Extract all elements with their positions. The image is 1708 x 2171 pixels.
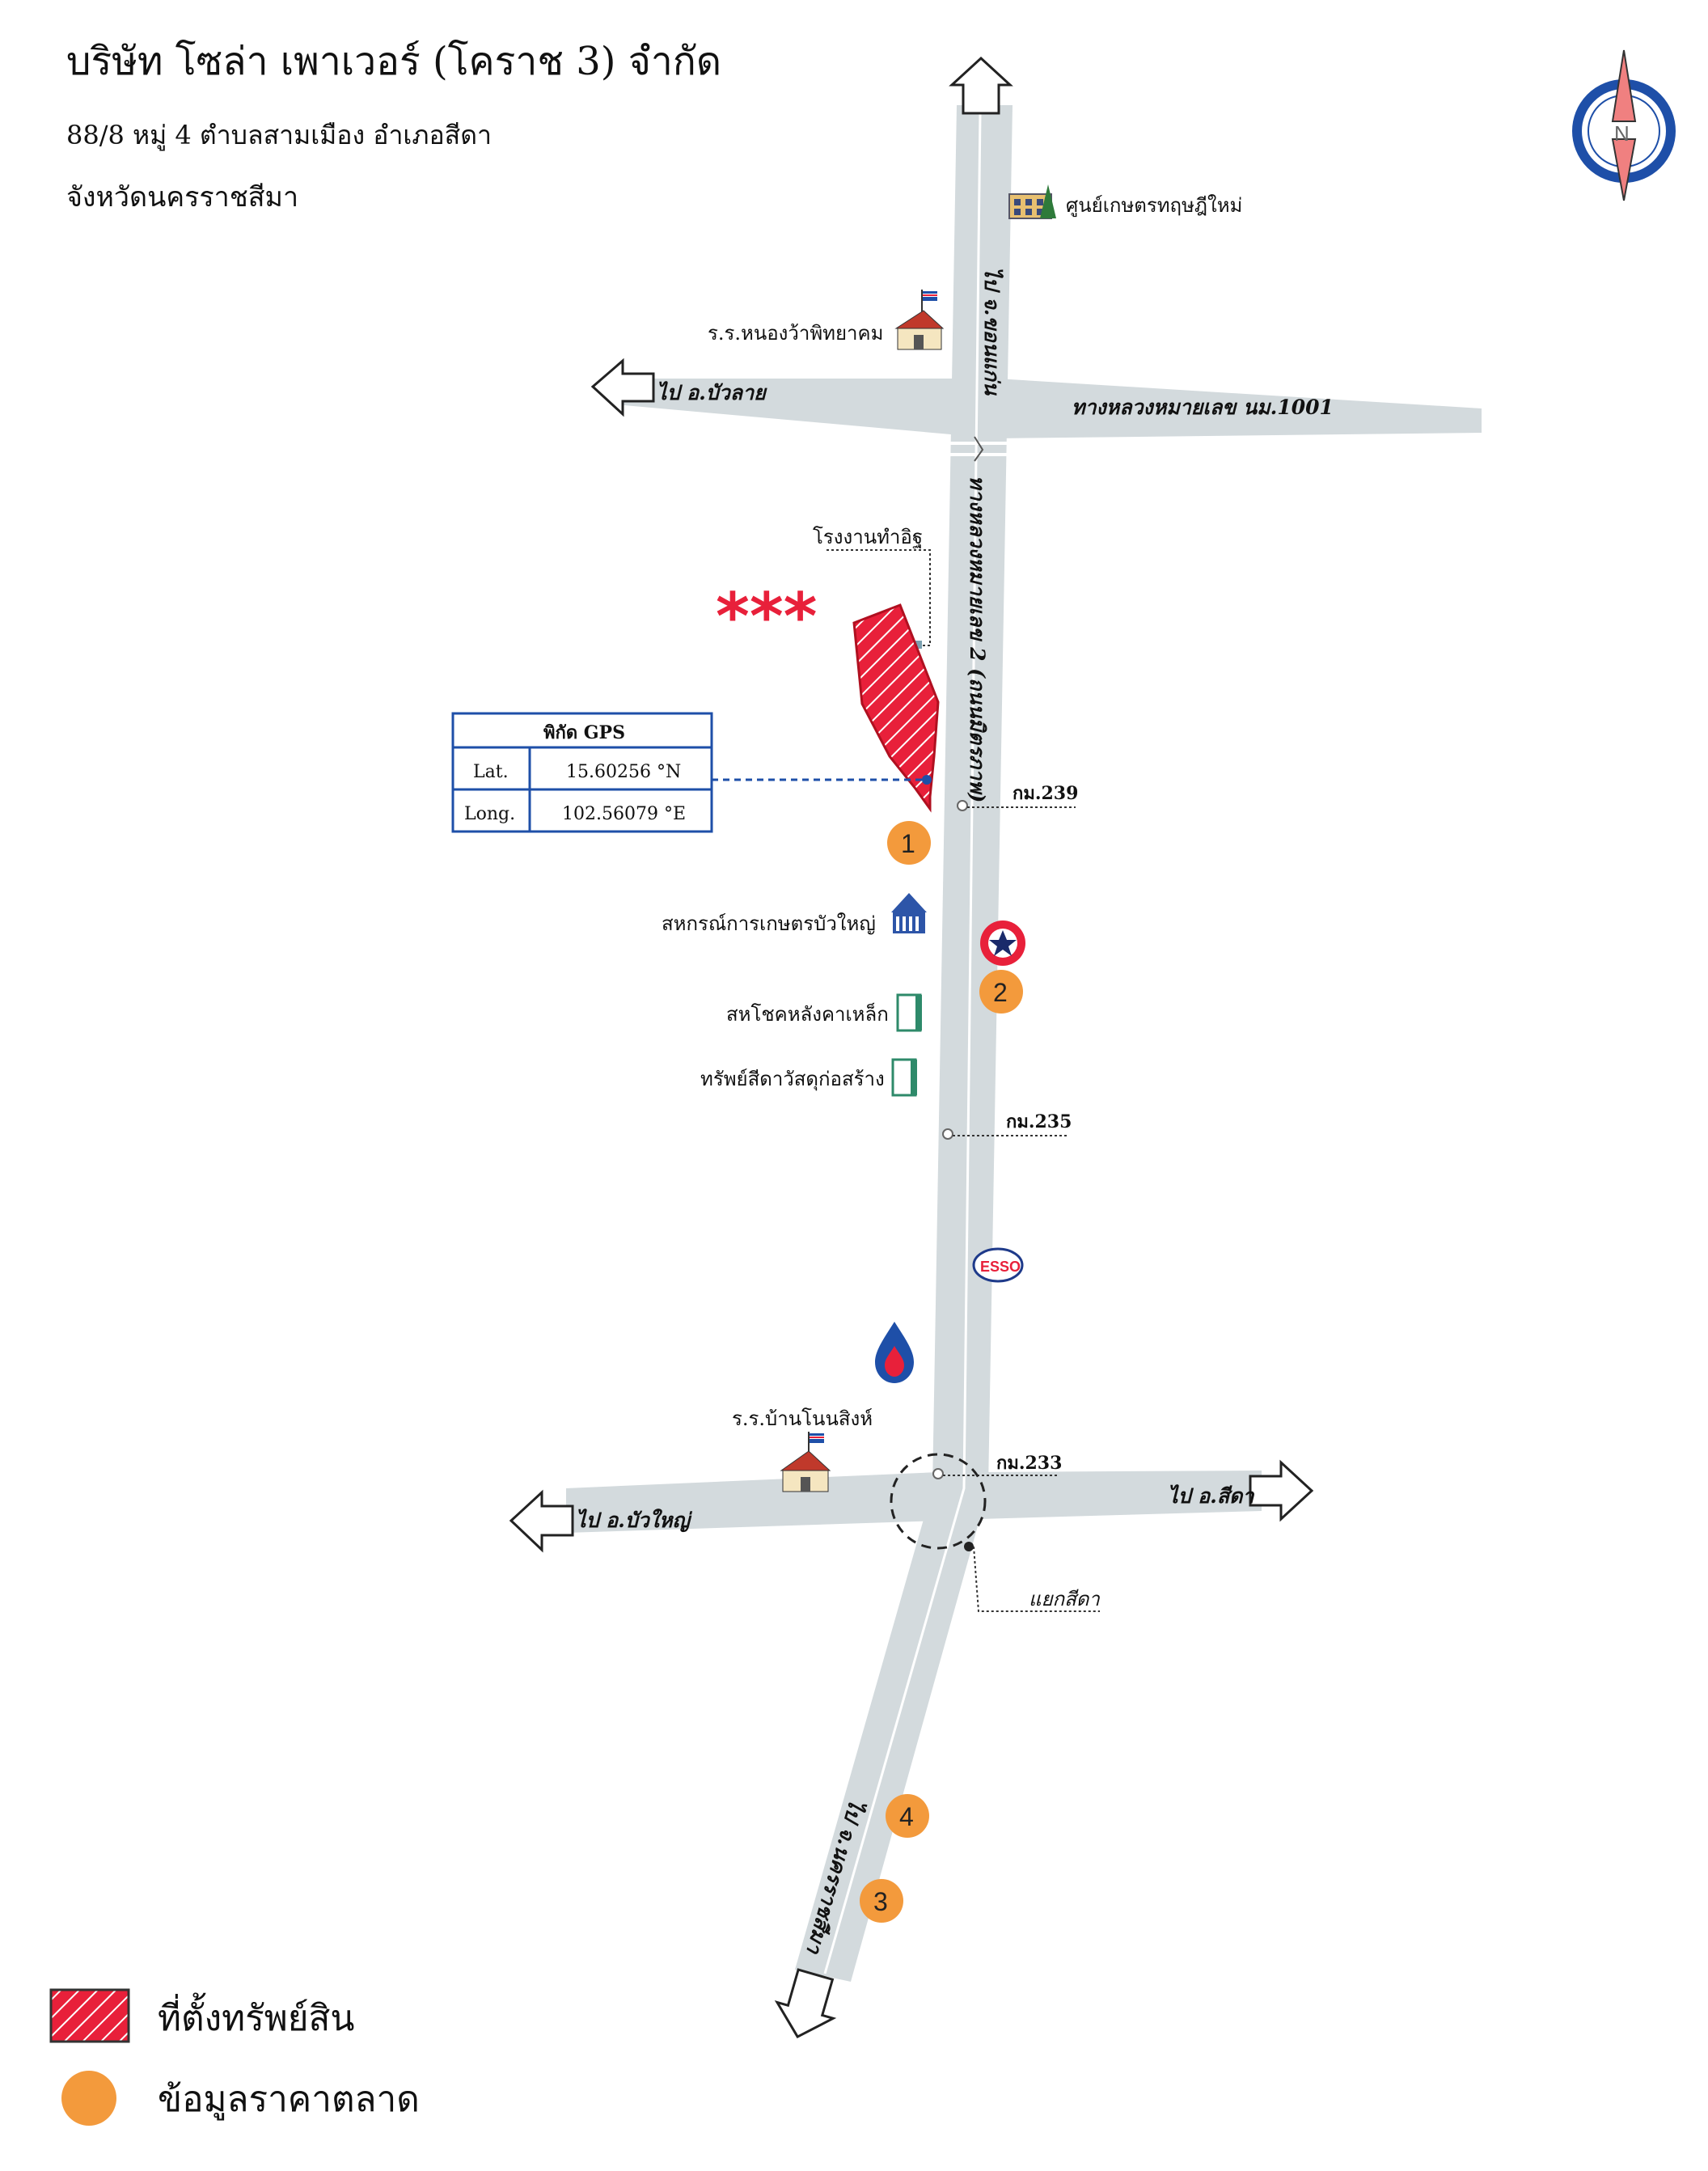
road-label-to-khon-kaen: ไป จ.ขอนแก่น (980, 267, 1004, 396)
road-label-to-bua-lai: ไป อ.บัวลาย (657, 381, 767, 404)
road-to-sida (979, 1471, 1262, 1519)
svg-text:1: 1 (901, 829, 915, 858)
roads (566, 105, 1482, 1982)
road-label-to-bua-yai: ไป อ.บัวใหญ่ (576, 1509, 693, 1533)
market-point-2: 2 (979, 970, 1023, 1014)
arrow-southwest-icon (774, 1968, 837, 2039)
company-name: บริษัท โซล่า เพาเวอร์ (โคราช 3) จำกัด (66, 39, 721, 84)
km-233-label: กม.233 (996, 1453, 1062, 1474)
label-nong-wa-school: ร.ร.หนองว้าพิทยาคม (708, 322, 883, 345)
label-brick-factory: โรงงานทำอิฐ (813, 526, 923, 548)
road-label-highway-2: ทางหลวงหมายเลข 2 (ถนนมิตรภาพ) (966, 476, 989, 802)
arrow-west-lower-icon (509, 1489, 574, 1553)
label-construction-store: ทรัพย์สีดาวัสดุก่อสร้าง (700, 1068, 885, 1091)
arrow-north-icon (949, 56, 1013, 115)
school-nong-wa-icon (894, 290, 945, 350)
ptt-gas-station-icon (875, 1322, 914, 1383)
brick-factory-icon (912, 641, 922, 649)
legend-property-swatch (49, 1988, 130, 2043)
road-label-highway-1001: ทางหลวงหมายเลข นม.1001 (1072, 396, 1334, 419)
gps-lat-label: Lat. (473, 762, 509, 782)
north-compass-icon: N (1572, 49, 1676, 201)
compass-letter: N (1614, 121, 1630, 146)
legend-property-label: ที่ตั้งทรัพย์สิน (158, 1992, 354, 2039)
svg-text:3: 3 (873, 1887, 888, 1916)
market-point-4: 4 (886, 1794, 929, 1838)
label-steel-warehouse: สหโชคหลังคาเหล็ก (726, 1002, 889, 1026)
market-point-1: 1 (887, 821, 931, 865)
gps-box: พิกัด GPS Lat. 15.60256 °N Long. 102.560… (451, 712, 713, 833)
svg-text:4: 4 (899, 1802, 914, 1831)
km-239-marker (957, 800, 968, 811)
address-line-2: จังหวัดนครราชสีมา (66, 181, 298, 214)
label-non-sing-school: ร.ร.บ้านโนนสิงห์ (732, 1407, 873, 1430)
gps-title: พิกัด GPS (543, 722, 625, 743)
gps-long-label: Long. (464, 804, 515, 824)
market-point-3: 3 (860, 1879, 903, 1923)
legend-market-label: ข้อมูลราคาตลาด (158, 2079, 420, 2121)
legend-market-swatch (61, 2071, 116, 2126)
construction-store-icon (891, 1058, 917, 1097)
highway-1001-road (615, 379, 1482, 438)
label-sida-junction: แยกสีดา (1029, 1588, 1101, 1610)
arrow-east-icon (1249, 1459, 1314, 1522)
label-agri-coop: สหกรณ์การเกษตรบัวใหญ่ (662, 912, 876, 935)
highway-2-south-road (795, 1488, 988, 1982)
label-new-agri-center: ศูนย์เกษตรทฤษฎีใหม่ (1066, 194, 1242, 218)
agri-coop-building-icon (891, 893, 927, 933)
sida-junction-point (964, 1542, 974, 1551)
km-239-label: กม.239 (1013, 783, 1078, 804)
school-non-sing-icon (780, 1432, 831, 1492)
legend: ที่ตั้งทรัพย์สิน ข้อมูลราคาตลาด (49, 1988, 420, 2126)
steel-warehouse-icon (896, 993, 922, 1032)
sida-junction-circle (890, 1453, 987, 1550)
highlight-stars: *** (716, 579, 818, 654)
km-235-label: กม.235 (1006, 1111, 1072, 1132)
property-parcel (852, 603, 940, 813)
km-233-marker (932, 1468, 944, 1479)
esso-logo-icon: ESSO (972, 1247, 1024, 1283)
agri-center-building-icon (1008, 184, 1056, 219)
esso-text: ESSO (980, 1259, 1021, 1275)
svg-text:2: 2 (993, 978, 1008, 1007)
road-to-bua-yai (566, 1472, 942, 1533)
gps-lat-value: 15.60256 °N (566, 762, 681, 782)
gps-point-marker (922, 775, 932, 785)
arrow-west-upper-icon (590, 358, 655, 417)
km-235-marker (942, 1128, 953, 1140)
gas-station-star-logo-icon (980, 920, 1025, 966)
road-label-to-sida: ไป อ.สีดา (1168, 1484, 1254, 1508)
gps-long-value: 102.56079 °E (562, 804, 686, 824)
address-line-1: 88/8 หมู่ 4 ตำบลสามเมือง อำเภอสีดา (66, 120, 492, 151)
